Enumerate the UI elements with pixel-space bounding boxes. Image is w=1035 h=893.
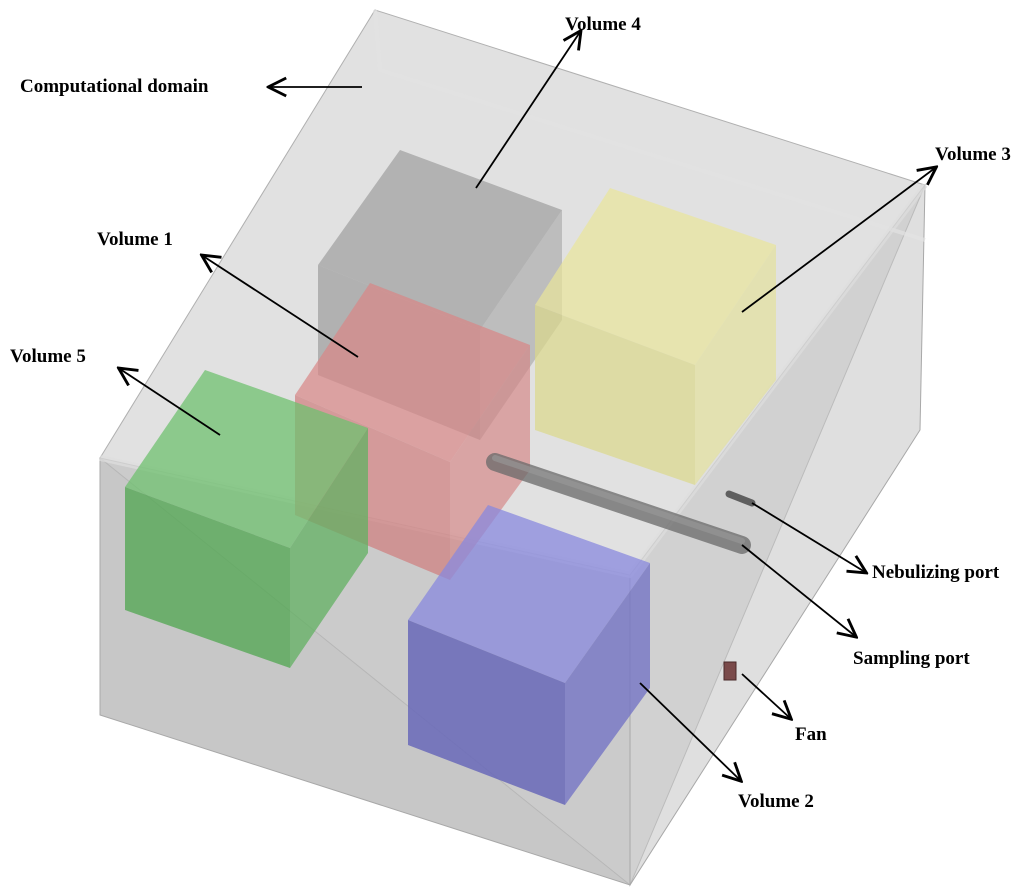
volume-3-box	[535, 188, 776, 485]
arrow-volume-2	[639, 682, 740, 780]
arrow-fan	[741, 673, 790, 718]
arrow-volume-5	[120, 369, 221, 436]
arrow-sampling-port	[741, 544, 855, 636]
fan	[723, 661, 737, 681]
label-volume-4: Volume 4	[565, 14, 641, 35]
label-volume-2: Volume 2	[738, 791, 814, 812]
nebulizing-port	[725, 490, 756, 507]
label-volume-1: Volume 1	[97, 229, 173, 250]
label-volume-5: Volume 5	[10, 346, 86, 367]
label-computational-domain: Computational domain	[20, 76, 209, 97]
arrow-volume-4	[475, 32, 580, 189]
label-volume-3: Volume 3	[935, 144, 1011, 165]
label-fan: Fan	[795, 724, 827, 745]
volume-2-box	[408, 505, 650, 805]
sampling-tube	[486, 453, 751, 554]
volume-5-box	[125, 370, 368, 668]
arrow-nebulizing-port	[751, 502, 865, 572]
label-nebulizing-port: Nebulizing port	[872, 562, 1000, 583]
arrow-volume-1	[203, 256, 359, 358]
label-sampling-port: Sampling port	[853, 648, 970, 669]
arrow-volume-3	[741, 168, 935, 313]
